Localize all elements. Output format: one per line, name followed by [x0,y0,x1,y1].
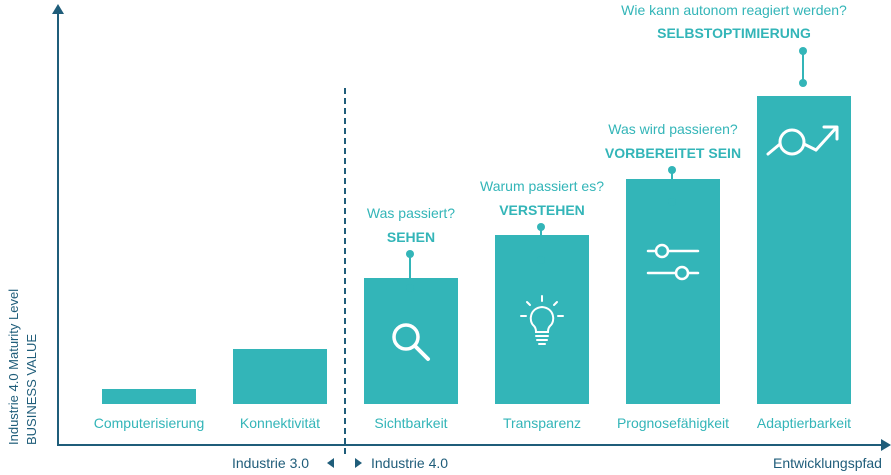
bar-sichtbarkeit [364,278,458,404]
y-axis-title-maturity: Industrie 4.0 Maturity Level [6,288,21,445]
connector-dot [799,47,807,55]
connector-dot [406,250,414,258]
x-axis-arrow-icon [881,439,891,451]
y-axis-line [57,8,59,446]
connector-line [409,256,411,289]
stage-keyword: VERSTEHEN [499,202,585,218]
arrow-left-icon [327,458,334,468]
stage-question: Was passiert? [366,205,456,221]
stage-question: Wie kann autonom reagiert werden? [621,2,847,18]
stage-keyword: SEHEN [386,229,436,245]
bar-konnektivitaet [233,349,327,404]
connector-line [671,172,673,202]
connector-dot [668,198,676,206]
connector-dot [406,284,414,292]
stage-question: Warum passiert es? [480,178,604,194]
x-axis-title: Entwicklungspfad [773,455,882,471]
stage-keyword: SELBSTOPTIMIERUNG [657,25,811,41]
category-label: Prognosefähigkeit [616,415,730,431]
category-label: Adaptierbarkeit [756,415,852,431]
connector-dot [799,79,807,87]
connector-dot [537,256,545,264]
category-label: Sichtbarkeit [374,415,448,431]
x-axis-line [57,444,883,446]
category-label: Konnektivität [239,415,321,431]
bar-computerisierung [102,389,196,404]
connector-dot [668,166,676,174]
era-divider [344,88,346,454]
era-label-industrie-4: Industrie 4.0 [371,455,449,471]
y-axis-arrow-icon [52,4,64,14]
era-label-industrie-3: Industrie 3.0 [232,455,310,471]
stage-keyword: VORBEREITET SEIN [604,145,742,161]
stage-question: Was wird passieren? [608,121,738,137]
connector-dot [537,223,545,231]
magnifier-icon [389,320,433,364]
lightbulb-icon [518,294,566,348]
arrow-right-icon [355,458,362,468]
sliders-icon [646,240,700,284]
category-label: Transparenz [502,415,582,431]
connector-line [802,53,804,83]
bar-prognosefaehigkeit [626,179,720,404]
trend-arrow-icon [766,122,842,162]
y-axis-title-business-value: BUSINESS VALUE [24,333,39,445]
connector-line [540,229,542,260]
category-label: Computerisierung [93,415,205,431]
